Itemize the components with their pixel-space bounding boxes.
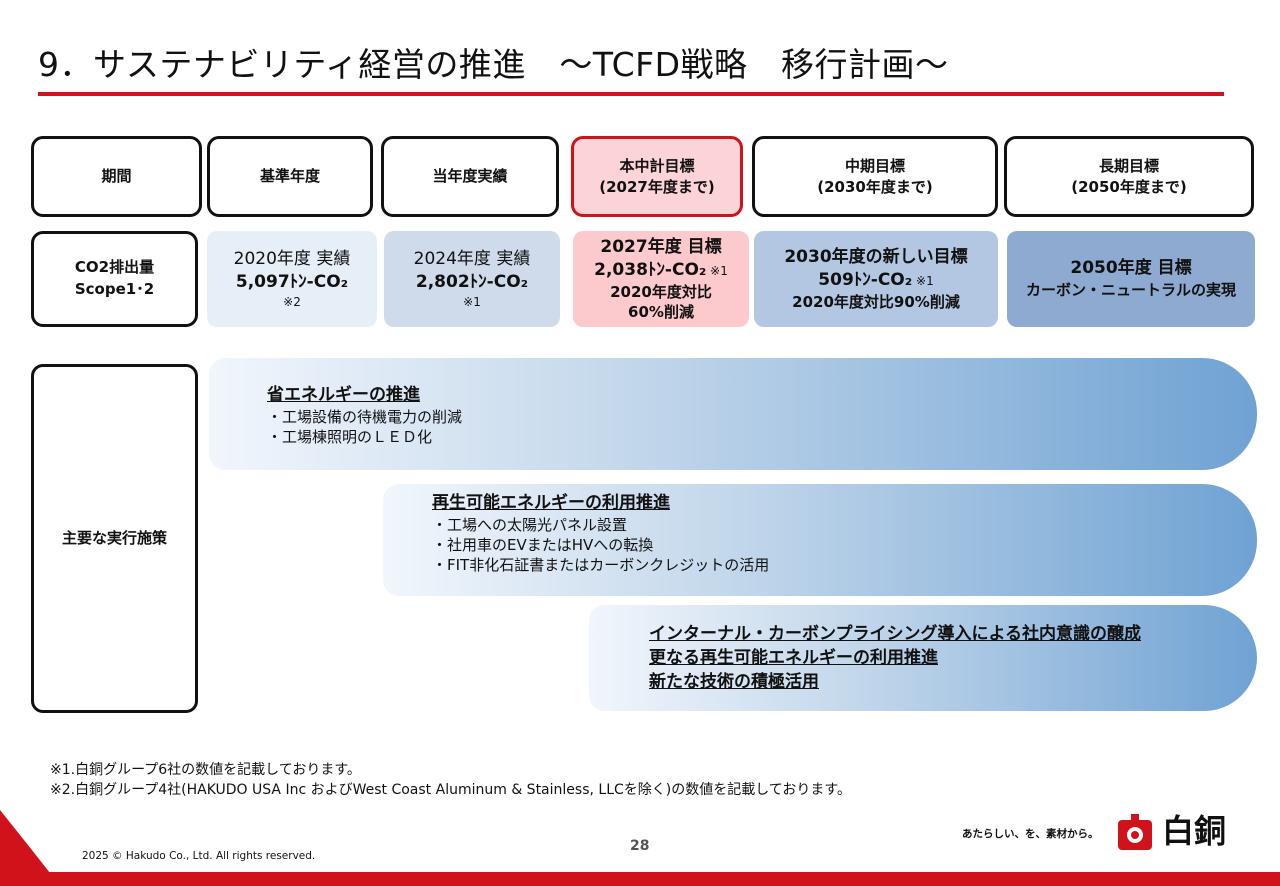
header-current-year: 当年度実績 <box>381 136 559 217</box>
value-base-year-amount: 5,097ﾄﾝ-CO₂ <box>235 271 349 292</box>
value-midplan-target-note: ※1 <box>706 263 728 278</box>
value-longterm-target: 2050年度 目標 カーボン・ニュートラルの実現 <box>1007 231 1255 327</box>
value-midterm-target-amount: 509ﾄﾝ-CO₂ <box>818 269 913 290</box>
title-underline <box>38 92 1224 96</box>
measures-label: 主要な実行施策 <box>31 364 198 713</box>
header-base-year: 基準年度 <box>207 136 373 217</box>
band-future-line: 新たな技術の積極活用 <box>649 671 819 692</box>
band-energy-saving-heading: 省エネルギーの推進 <box>267 385 420 405</box>
band-renewable-item: ・社用車のEVまたはHVへの転換 <box>432 536 654 555</box>
co2-label-line2: Scope1･2 <box>74 280 155 298</box>
header-midterm-target-label: 中期目標 <box>844 156 905 175</box>
page-number: 28 <box>630 838 650 854</box>
copyright: 2025 © Hakudo Co., Ltd. All rights reser… <box>82 850 316 862</box>
corner-swoosh-decoration <box>0 810 60 886</box>
measure-band-future: インターナル・カーボンプライシング導入による社内意識の醸成 更なる再生可能エネル… <box>589 605 1257 711</box>
value-base-year-note: ※2 <box>283 294 301 309</box>
value-midterm-target-title: 2030年度の新しい目標 <box>784 246 968 267</box>
footnote-2: ※2.白銅グループ4社(HAKUDO USA Inc およびWest Coast… <box>50 782 851 799</box>
footnotes: ※1.白銅グループ6社の数値を記載しております。 ※2.白銅グループ4社(HAK… <box>50 760 851 801</box>
band-energy-saving-item: ・工場設備の待機電力の削減 <box>267 407 463 426</box>
co2-row-label: CO2排出量 Scope1･2 <box>31 231 198 327</box>
band-energy-saving-item: ・工場棟照明のＬＥＤ化 <box>267 428 433 447</box>
band-renewable-item: ・FIT非化石証書またはカーボンクレジットの活用 <box>432 556 770 575</box>
value-midplan-target-title: 2027年度 目標 <box>600 236 722 257</box>
value-midterm-target: 2030年度の新しい目標 509ﾄﾝ-CO₂ ※1 2020年度対比90%削減 <box>754 231 998 327</box>
header-period-label: 期間 <box>101 167 132 185</box>
footer-red-bar <box>0 872 1280 886</box>
value-midterm-target-reduction: 2020年度対比90%削減 <box>792 292 960 311</box>
value-longterm-target-goal: カーボン・ニュートラルの実現 <box>1025 281 1236 300</box>
header-midterm-target-period: (2030年度まで) <box>817 177 933 196</box>
band-renewable-heading: 再生可能エネルギーの利用推進 <box>432 493 670 513</box>
header-base-year-label: 基準年度 <box>259 167 320 185</box>
band-renewable-item: ・工場への太陽光パネル設置 <box>432 515 628 534</box>
value-current-year-note: ※1 <box>463 294 481 309</box>
value-midplan-target: 2027年度 目標 2,038ﾄﾝ-CO₂ ※1 2020年度対比 60%削減 <box>573 231 749 327</box>
value-midterm-target-note: ※1 <box>912 273 934 288</box>
header-midterm-target: 中期目標 (2030年度まで) <box>752 136 998 217</box>
header-midplan-target: 本中計目標 (2027年度まで) <box>571 136 743 217</box>
header-period: 期間 <box>31 136 202 217</box>
value-midplan-target-amount: 2,038ﾄﾝ-CO₂ <box>594 259 707 280</box>
company-logo-text: 白銅 <box>1162 812 1227 850</box>
footnote-1: ※1.白銅グループ6社の数値を記載しております。 <box>50 762 361 778</box>
value-longterm-target-title: 2050年度 目標 <box>1070 258 1192 279</box>
co2-label-line1: CO2排出量 <box>74 258 155 277</box>
company-tagline: あたらしい、を、素材から。 <box>962 828 1099 840</box>
header-midplan-target-period: (2027年度まで) <box>599 177 715 196</box>
page-title: 9．サステナビリティ経営の推進 ～TCFD戦略 移行計画～ <box>38 45 949 84</box>
header-midplan-target-label: 本中計目標 <box>619 156 695 175</box>
band-future-line: インターナル・カーボンプライシング導入による社内意識の醸成 <box>649 624 1141 644</box>
value-base-year: 2020年度 実績 5,097ﾄﾝ-CO₂ ※2 <box>207 231 377 327</box>
header-current-year-label: 当年度実績 <box>432 167 508 185</box>
value-midplan-target-reduction: 60%削減 <box>628 302 694 321</box>
header-longterm-target: 長期目標 (2050年度まで) <box>1004 136 1254 217</box>
value-base-year-title: 2020年度 実績 <box>233 248 351 269</box>
value-current-year-title: 2024年度 実績 <box>413 248 531 269</box>
value-midplan-target-compare: 2020年度対比 <box>610 282 712 301</box>
measures-label-text: 主要な実行施策 <box>61 528 167 547</box>
value-current-year: 2024年度 実績 2,802ﾄﾝ-CO₂ ※1 <box>384 231 560 327</box>
company-logo-icon <box>1118 814 1152 850</box>
header-longterm-target-period: (2050年度まで) <box>1071 177 1187 196</box>
measure-band-energy-saving: 省エネルギーの推進 ・工場設備の待機電力の削減 ・工場棟照明のＬＥＤ化 <box>209 358 1257 470</box>
header-longterm-target-label: 長期目標 <box>1098 156 1159 175</box>
value-current-year-amount: 2,802ﾄﾝ-CO₂ <box>415 271 529 292</box>
measure-band-renewable: 再生可能エネルギーの利用推進 ・工場への太陽光パネル設置 ・社用車のEVまたはH… <box>383 484 1257 596</box>
band-future-line: 更なる再生可能エネルギーの利用推進 <box>649 647 938 668</box>
